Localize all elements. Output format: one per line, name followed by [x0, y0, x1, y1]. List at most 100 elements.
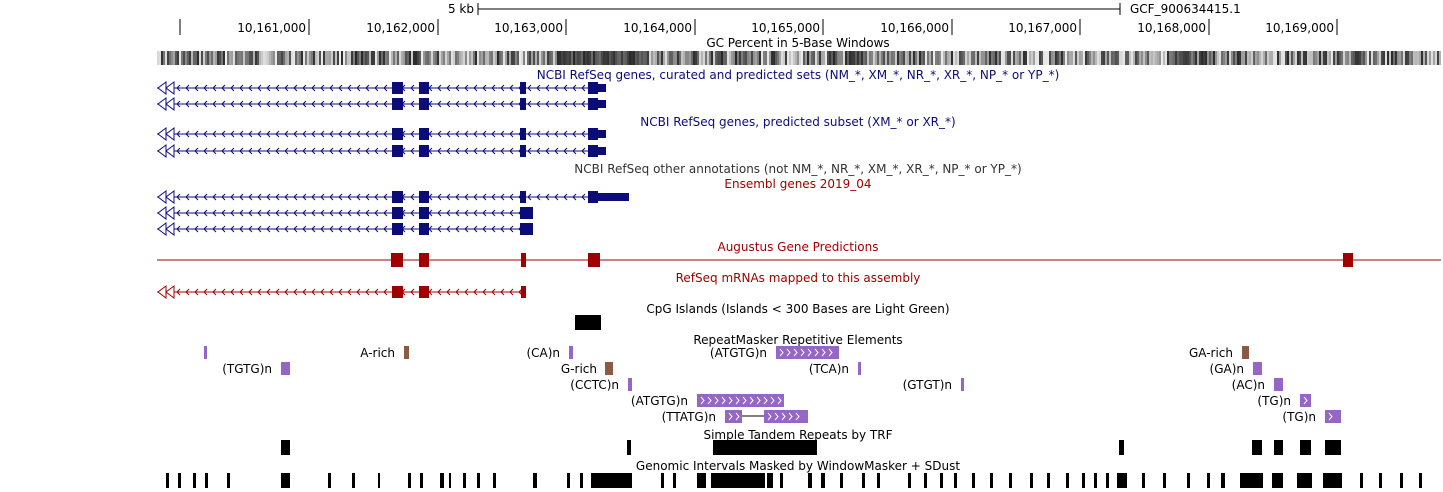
augustus-prediction[interactable] — [157, 253, 1441, 267]
masked-interval[interactable] — [821, 473, 825, 488]
masked-interval[interactable] — [972, 473, 975, 488]
ensembl-genes-track[interactable]: Ensembl genes 2019_04 — [724, 177, 871, 191]
masked-interval[interactable] — [567, 473, 570, 488]
masked-interval[interactable] — [697, 473, 706, 488]
masked-interval[interactable] — [1066, 473, 1069, 488]
repeat-element[interactable] — [776, 346, 839, 359]
repeat-element[interactable] — [281, 362, 290, 375]
repeat-element[interactable] — [1325, 410, 1341, 423]
masked-interval[interactable] — [924, 473, 927, 488]
masked-interval[interactable] — [840, 473, 843, 488]
tandem-repeat[interactable] — [1325, 440, 1341, 455]
repeat-element[interactable] — [961, 378, 964, 391]
windowmasker-track[interactable]: Genomic Intervals Masked by WindowMasker… — [166, 459, 1422, 488]
tandem-repeat[interactable] — [281, 440, 290, 455]
masked-interval[interactable] — [862, 473, 865, 488]
masked-interval[interactable] — [940, 473, 943, 488]
gene-transcript[interactable] — [157, 190, 629, 204]
masked-interval[interactable] — [711, 473, 765, 488]
masked-interval[interactable] — [580, 473, 583, 488]
gene-transcript[interactable] — [157, 81, 606, 95]
gene-transcript[interactable] — [157, 285, 526, 299]
masked-interval[interactable] — [378, 473, 380, 488]
repeat-element[interactable] — [204, 346, 207, 359]
masked-interval[interactable] — [1360, 473, 1363, 488]
tandem-repeat[interactable] — [713, 440, 817, 455]
masked-interval[interactable] — [808, 473, 812, 488]
masked-interval[interactable] — [477, 473, 480, 488]
gc-percent-track[interactable]: GC Percent in 5-Base Windows — [157, 36, 1441, 65]
masked-interval[interactable] — [493, 473, 496, 488]
masked-interval[interactable] — [1207, 473, 1210, 488]
masked-interval[interactable] — [1009, 473, 1012, 488]
masked-interval[interactable] — [1297, 473, 1312, 488]
masked-interval[interactable] — [990, 473, 993, 488]
masked-interval[interactable] — [193, 473, 196, 488]
masked-interval[interactable] — [1030, 473, 1033, 488]
refseq-all-track[interactable]: NCBI RefSeq genes, curated and predicted… — [537, 68, 1060, 82]
masked-interval[interactable] — [661, 473, 664, 488]
gene-transcript[interactable] — [157, 144, 606, 158]
tandem-repeat[interactable] — [1274, 440, 1283, 455]
gene-transcript[interactable] — [157, 222, 533, 236]
masked-interval[interactable] — [463, 473, 466, 488]
masked-interval[interactable] — [166, 473, 169, 488]
masked-interval[interactable] — [767, 473, 773, 488]
masked-interval[interactable] — [328, 473, 331, 488]
repeat-element[interactable] — [404, 346, 409, 359]
refseq-other-track[interactable]: NCBI RefSeq other annotations (not NM_*,… — [574, 162, 1021, 176]
tandem-repeat[interactable] — [1119, 440, 1124, 455]
cpg-islands-track[interactable]: CpG Islands (Islands < 300 Bases are Lig… — [575, 302, 950, 330]
repeat-element[interactable] — [628, 378, 632, 391]
masked-interval[interactable] — [408, 473, 411, 488]
masked-interval[interactable] — [1419, 473, 1422, 488]
repeat-element[interactable] — [1242, 346, 1249, 359]
repeat-element[interactable] — [569, 346, 573, 359]
tandem-repeat[interactable] — [1252, 440, 1262, 455]
repeat-element[interactable] — [1274, 378, 1283, 391]
cpg-island[interactable] — [575, 315, 601, 330]
masked-interval[interactable] — [227, 473, 230, 488]
masked-interval[interactable] — [1240, 473, 1263, 488]
masked-interval[interactable] — [1187, 473, 1190, 488]
masked-interval[interactable] — [1094, 473, 1097, 488]
augustus-track[interactable]: Augustus Gene Predictions — [717, 240, 878, 254]
masked-interval[interactable] — [205, 473, 208, 488]
masked-interval[interactable] — [352, 473, 355, 488]
masked-interval[interactable] — [673, 473, 676, 488]
masked-interval[interactable] — [1221, 473, 1225, 488]
repeat-element[interactable] — [1253, 362, 1262, 375]
masked-interval[interactable] — [591, 473, 632, 488]
repeatmasker-track[interactable]: RepeatMasker Repetitive Elements A-rich(… — [204, 333, 1341, 424]
masked-interval[interactable] — [780, 473, 783, 488]
tandem-repeat[interactable] — [627, 440, 631, 455]
masked-interval[interactable] — [1142, 473, 1145, 488]
refseq-predicted-track[interactable]: NCBI RefSeq genes, predicted subset (XM_… — [640, 115, 955, 129]
tandem-repeat[interactable] — [1300, 440, 1311, 455]
masked-interval[interactable] — [1323, 473, 1342, 488]
masked-interval[interactable] — [281, 473, 290, 488]
masked-interval[interactable] — [1400, 473, 1403, 488]
masked-interval[interactable] — [1163, 473, 1166, 488]
repeat-element[interactable] — [1300, 394, 1311, 407]
masked-interval[interactable] — [1047, 473, 1050, 488]
repeat-element[interactable] — [605, 362, 613, 375]
gene-transcript[interactable] — [157, 206, 533, 220]
masked-interval[interactable] — [1117, 473, 1127, 488]
repeat-element[interactable] — [697, 394, 784, 407]
masked-interval[interactable] — [877, 473, 880, 488]
masked-interval[interactable] — [440, 473, 444, 488]
masked-interval[interactable] — [178, 473, 181, 488]
refseq-mrna-track[interactable]: RefSeq mRNAs mapped to this assembly — [676, 271, 921, 285]
masked-interval[interactable] — [1272, 473, 1283, 488]
masked-interval[interactable] — [1106, 473, 1109, 488]
masked-interval[interactable] — [449, 473, 451, 488]
masked-interval[interactable] — [533, 473, 537, 488]
gene-transcript[interactable] — [157, 127, 606, 141]
masked-interval[interactable] — [1379, 473, 1382, 488]
gene-transcript[interactable] — [157, 97, 606, 111]
masked-interval[interactable] — [954, 473, 957, 488]
